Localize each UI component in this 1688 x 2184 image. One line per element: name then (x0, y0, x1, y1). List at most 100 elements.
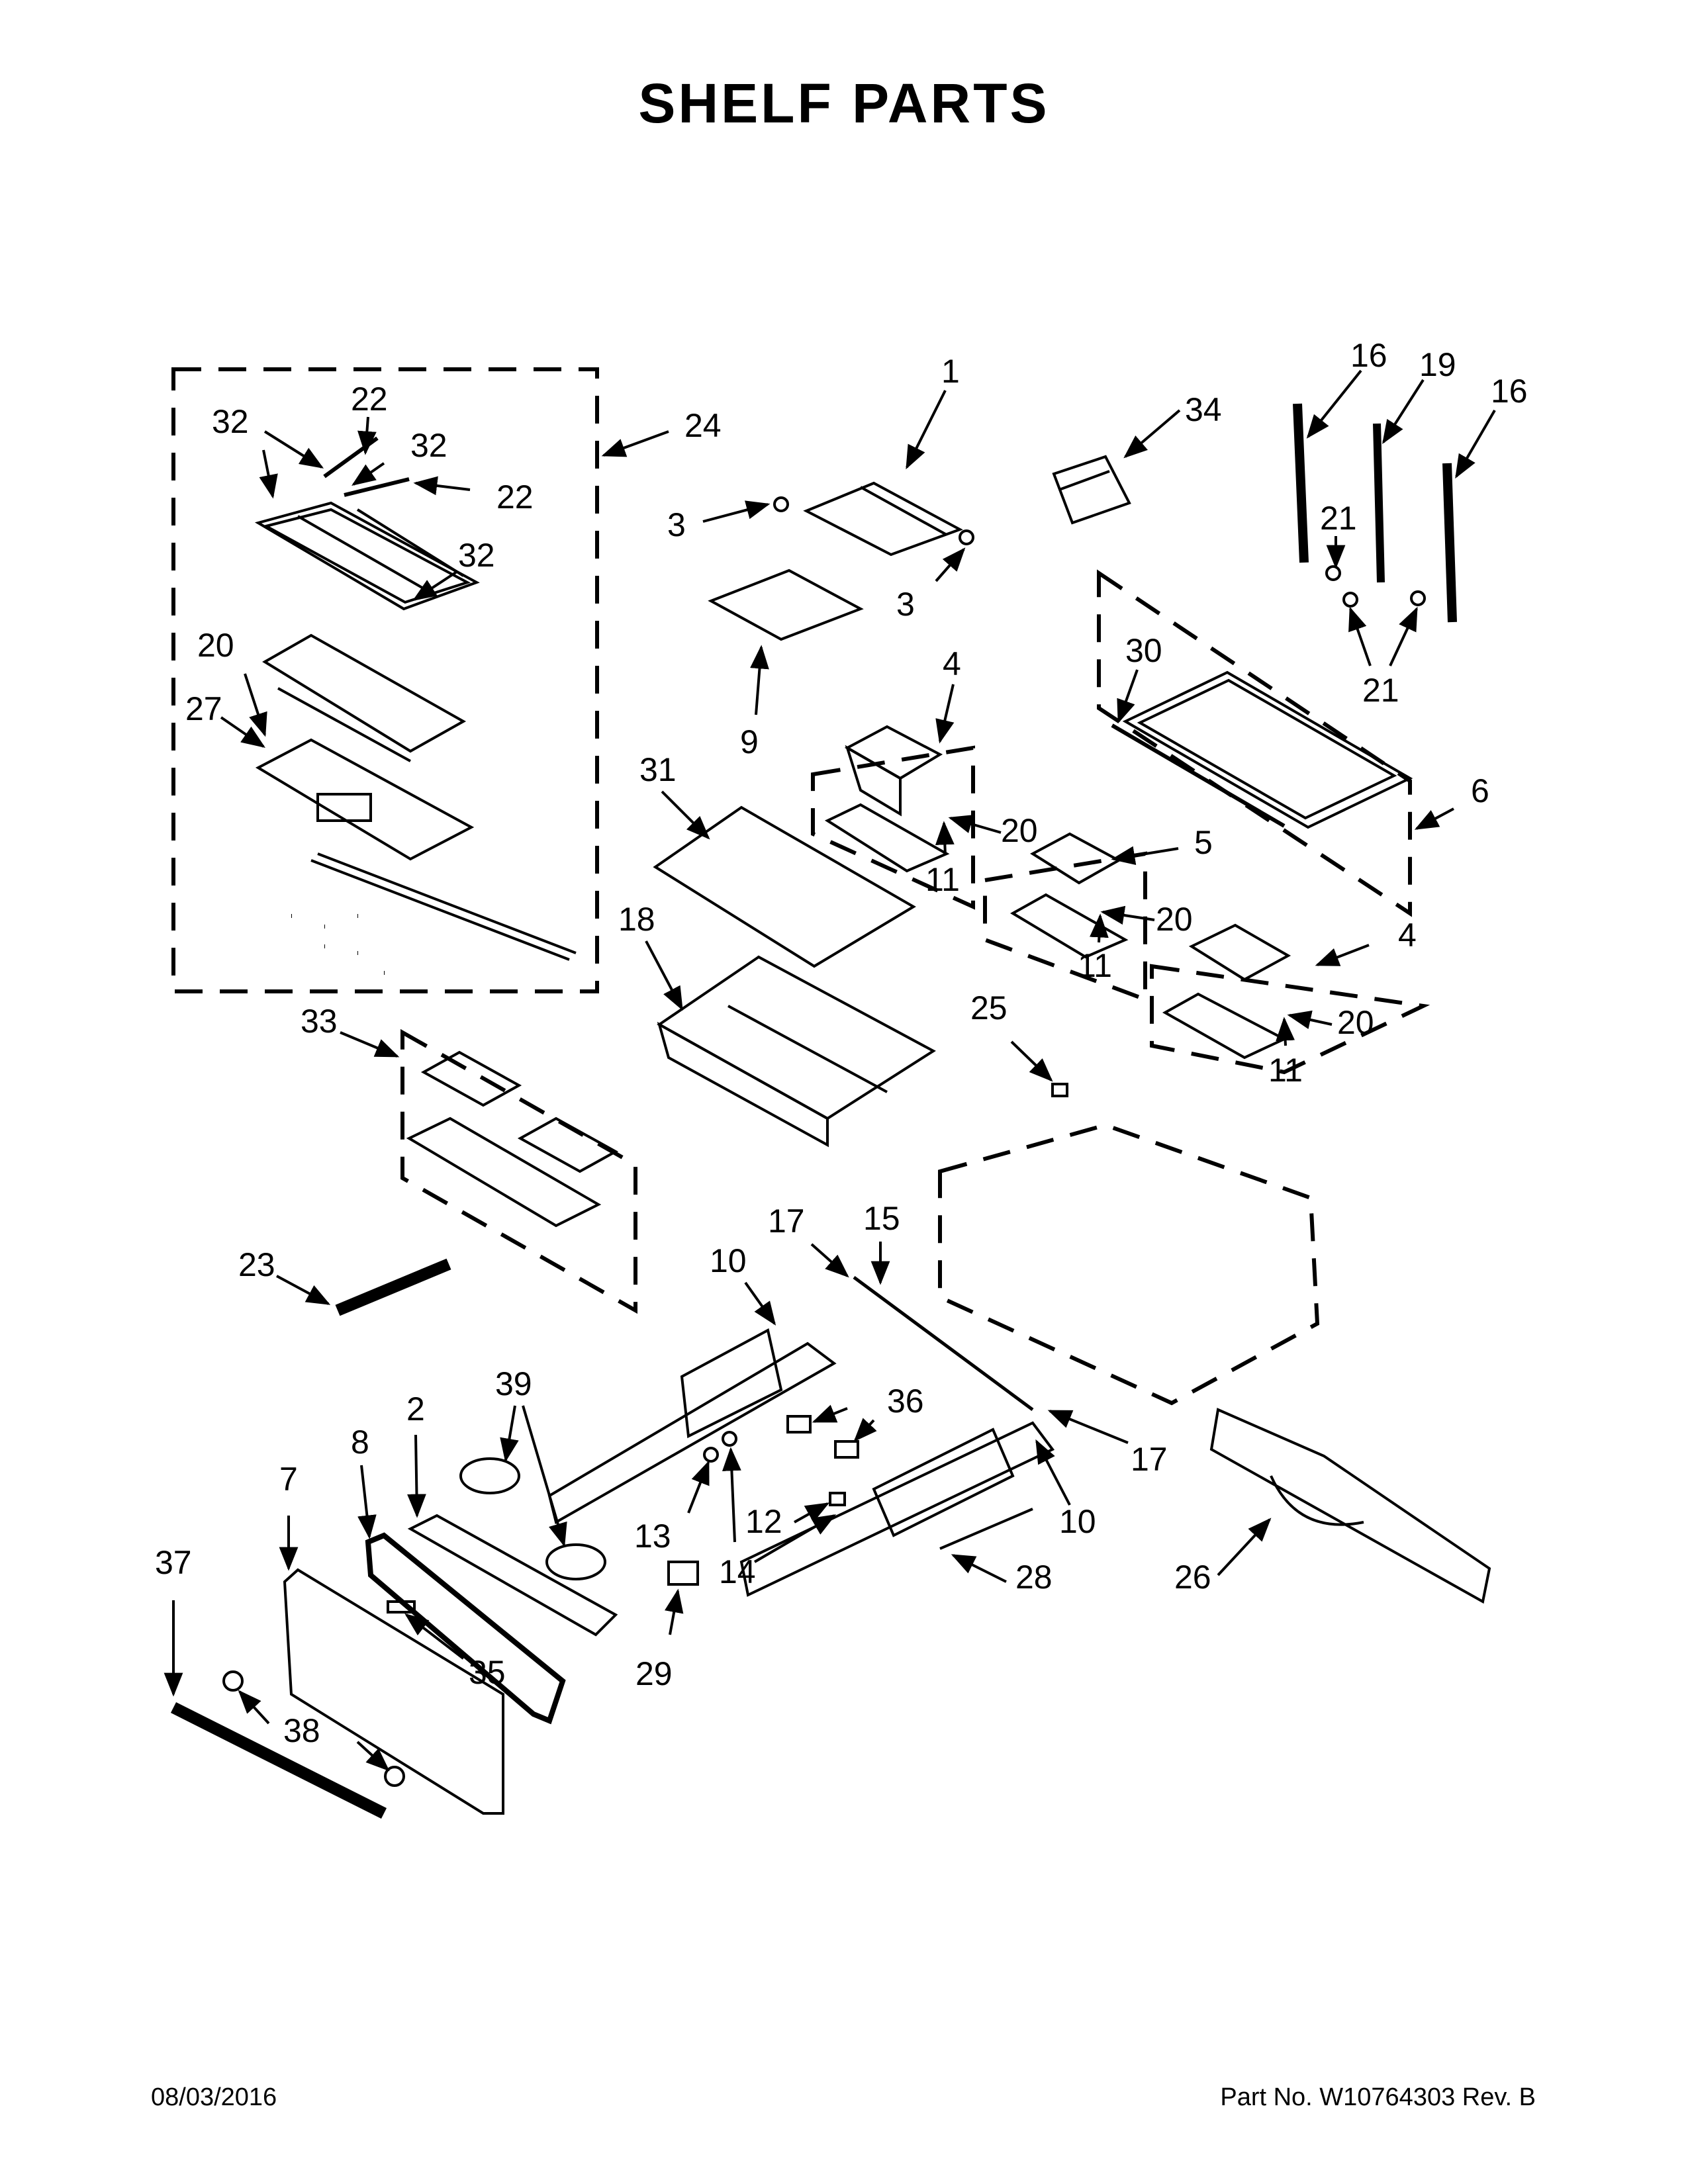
leader-11b (1089, 913, 1109, 943)
clip-36a-part (786, 1415, 812, 1433)
shelf-ladder-16a-part (1293, 403, 1309, 563)
leader-13 (687, 1460, 710, 1514)
leader-6 (1414, 807, 1454, 830)
bin-assembly-4b-outline (1150, 964, 1430, 1075)
leader-28 (951, 1554, 1007, 1583)
leader-14b (753, 1514, 837, 1563)
callout-39: 39 (495, 1365, 532, 1402)
footer-part-number: Part No. W10764303 Rev. B (1220, 2083, 1536, 2111)
callout-19: 19 (1419, 346, 1456, 383)
callout-25: 25 (970, 989, 1008, 1026)
callout-17b: 17 (1131, 1441, 1168, 1478)
leader-35 (404, 1613, 465, 1660)
callout-36: 36 (887, 1383, 924, 1420)
callout-6: 6 (1471, 772, 1489, 809)
leader-32d (412, 570, 458, 601)
leader-2 (407, 1434, 426, 1518)
shelf-frame-part (254, 501, 480, 611)
screw-21a-part (1325, 565, 1341, 581)
callout-16a: 16 (1350, 337, 1387, 374)
crisper-pan-18-part (657, 955, 936, 1148)
leader-21c (1389, 606, 1418, 666)
screw-38a-part (222, 1670, 244, 1692)
callout-23: 23 (238, 1246, 275, 1283)
filter-34-part (1052, 455, 1131, 525)
callout-21a: 21 (1320, 500, 1357, 537)
cabinet-outline (938, 1122, 1320, 1406)
leader-36b (853, 1418, 877, 1442)
gasket-8-part (365, 1532, 566, 1725)
callout-18: 18 (618, 901, 655, 938)
callout-10b: 10 (1059, 1503, 1096, 1540)
leader-16a (1306, 369, 1362, 439)
callout-11c: 11 (1268, 1052, 1303, 1089)
leader-5 (1111, 846, 1179, 865)
bin-assembly-4-outline (811, 745, 975, 910)
leader-4b (1315, 944, 1370, 966)
slide-rail-10-part (547, 1328, 837, 1525)
leader-18 (645, 940, 683, 1011)
callout-7: 7 (279, 1461, 298, 1498)
leader-10b (1035, 1439, 1071, 1506)
shelf-ladder-16b-part (1442, 463, 1457, 623)
callout-21b: 21 (1362, 672, 1399, 709)
bracket-29-part (667, 1561, 699, 1586)
callout-14: 14 (719, 1553, 756, 1590)
screw-3b-part (959, 529, 974, 545)
callout-29: 29 (635, 1655, 673, 1692)
callout-20b: 20 (1001, 812, 1038, 849)
leader-39b (522, 1405, 567, 1547)
callout-3a: 3 (667, 506, 686, 543)
callout-30: 30 (1125, 632, 1162, 669)
shelf-1-part (803, 481, 963, 557)
callout-22b: 22 (496, 478, 534, 516)
shelf-9-part (708, 569, 864, 641)
bin-4b-part (1162, 923, 1291, 1060)
screw-21c-part (1410, 590, 1426, 606)
leader-11c (1276, 1017, 1295, 1046)
leader-23 (276, 1275, 331, 1305)
bin-assembly-5-outline (983, 851, 1147, 1003)
callout-12: 12 (745, 1503, 782, 1540)
leader-32a (259, 449, 278, 499)
footer-date: 08/03/2016 (151, 2083, 277, 2111)
callout-20a: 20 (197, 627, 234, 664)
page-title: SHELF PARTS (638, 72, 1050, 134)
sensor-39b-part (545, 1543, 606, 1580)
callout-20c: 20 (1156, 901, 1193, 938)
assembly-33-outline (400, 1028, 637, 1314)
leader-1 (906, 390, 947, 470)
screw-21b-part (1342, 592, 1358, 608)
leader-20a (244, 673, 267, 737)
leader-17b (1047, 1410, 1129, 1444)
assembly-6-outline (1097, 569, 1412, 917)
callout-11a: 11 (925, 861, 960, 898)
leader-24 (601, 430, 669, 457)
leader-30 (1117, 669, 1139, 724)
callout-13: 13 (634, 1518, 671, 1555)
callout-15: 15 (863, 1200, 900, 1237)
clip-12-part (829, 1492, 846, 1506)
sensor-39a-part (459, 1457, 520, 1494)
leader-10a (744, 1281, 776, 1326)
callout-31: 31 (639, 751, 677, 788)
bin-4a-part (824, 725, 950, 873)
callout-32a: 32 (212, 403, 249, 440)
screw-38b-part (384, 1766, 405, 1787)
leader-17a (810, 1243, 849, 1278)
callout-4b: 4 (1398, 917, 1417, 954)
strip-23-part (335, 1258, 451, 1316)
callout-20d: 20 (1337, 1004, 1374, 1041)
leader-19 (1382, 379, 1425, 445)
callout-4a: 4 (943, 645, 961, 682)
shelf-base-part (255, 738, 577, 961)
screw-13-part (703, 1447, 719, 1463)
callout-27: 27 (185, 690, 222, 727)
leader-26 (1217, 1518, 1272, 1576)
bin-5-part (1010, 832, 1129, 959)
leader-27 (220, 716, 265, 749)
rail-assembly-26-part (1209, 1408, 1491, 1604)
leader-20c (1100, 905, 1155, 925)
handle-37-part (170, 1702, 387, 1819)
